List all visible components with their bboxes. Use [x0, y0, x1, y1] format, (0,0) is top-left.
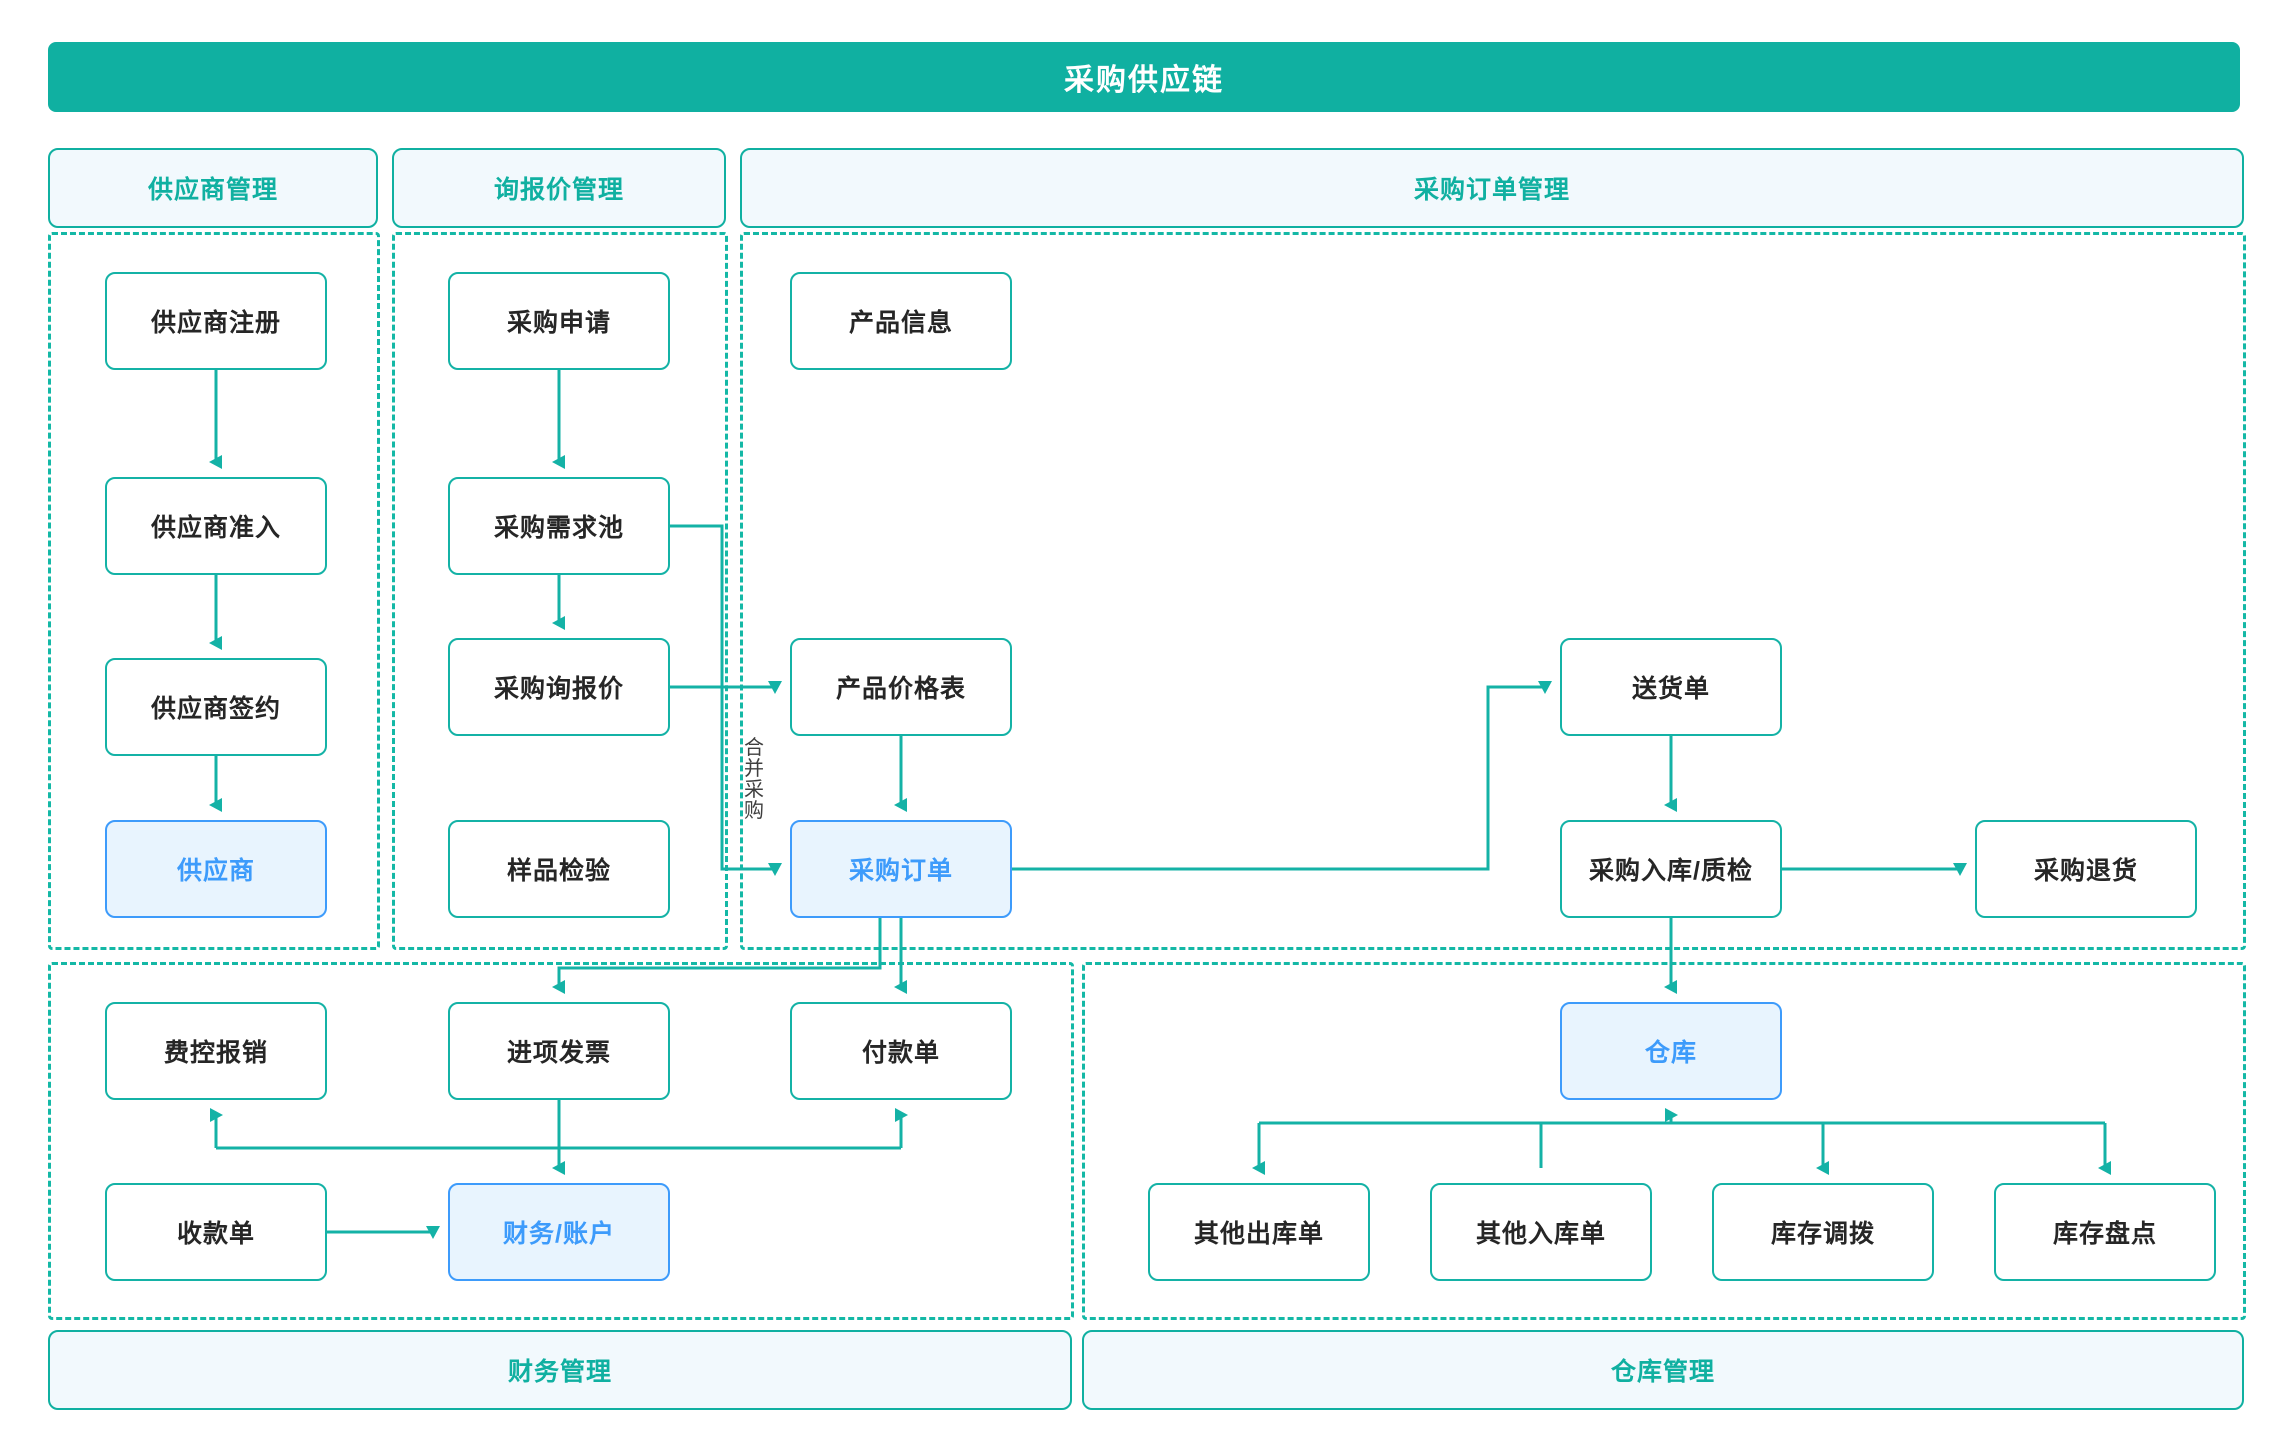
node-label: 财务/账户 — [503, 1220, 615, 1248]
edge-order-to-invoice — [552, 918, 882, 994]
edge-label-char: 采 — [744, 779, 764, 801]
panel-rfq — [392, 232, 728, 950]
node-label: 仓库 — [1644, 1039, 1697, 1067]
node-label: 送货单 — [1631, 675, 1710, 703]
node-label: 库存调拨 — [1770, 1220, 1875, 1248]
node-label: 供应商准入 — [150, 514, 281, 542]
node-label: 采购询报价 — [493, 675, 624, 703]
section-header-supplier-mgmt[interactable]: 供应商管理 — [48, 148, 378, 228]
node-delivery-note[interactable]: 送货单 — [1560, 638, 1782, 736]
node-label: 供应商签约 — [150, 695, 281, 723]
node-purchase-return[interactable]: 采购退货 — [1975, 820, 2197, 918]
node-label: 进项发票 — [506, 1039, 611, 1067]
node-label: 产品价格表 — [835, 675, 966, 703]
node-label: 收款单 — [176, 1220, 255, 1248]
node-label: 样品检验 — [506, 857, 611, 885]
section-header-label: 采购订单管理 — [1413, 176, 1570, 204]
section-header-label: 财务管理 — [507, 1358, 612, 1386]
section-header-warehouse-mgmt[interactable]: 仓库管理 — [1082, 1330, 2244, 1410]
edge-label-merge-purchase: 合并采购 — [742, 738, 766, 822]
node-input-invoice[interactable]: 进项发票 — [448, 1002, 670, 1100]
node-label: 付款单 — [861, 1039, 940, 1067]
section-header-rfq-mgmt[interactable]: 询报价管理 — [392, 148, 726, 228]
node-label: 产品信息 — [848, 309, 953, 337]
node-label: 库存盘点 — [2052, 1220, 2157, 1248]
panel-finance — [48, 962, 1074, 1320]
edge-label-char: 合 — [744, 737, 764, 759]
edge-label-char: 购 — [744, 800, 764, 822]
edge-order-to-delivery — [1012, 681, 1552, 871]
node-supplier-access[interactable]: 供应商准入 — [105, 477, 327, 575]
panel-supplier — [48, 232, 380, 950]
node-demand-pool[interactable]: 采购需求池 — [448, 477, 670, 575]
node-price-list[interactable]: 产品价格表 — [790, 638, 1012, 736]
node-finance-account[interactable]: 财务/账户 — [448, 1183, 670, 1281]
node-other-outbound[interactable]: 其他出库单 — [1148, 1183, 1370, 1281]
node-product-info[interactable]: 产品信息 — [790, 272, 1012, 370]
page-title: 采购供应链 — [48, 42, 2240, 112]
node-supplier-contract[interactable]: 供应商签约 — [105, 658, 327, 756]
node-label: 采购退货 — [2033, 857, 2138, 885]
node-supplier[interactable]: 供应商 — [105, 820, 327, 918]
node-sample-inspection[interactable]: 样品检验 — [448, 820, 670, 918]
section-header-label: 供应商管理 — [147, 176, 278, 204]
section-header-label: 仓库管理 — [1610, 1358, 1715, 1386]
node-receipt-qc[interactable]: 采购入库/质检 — [1560, 820, 1782, 918]
section-header-label: 询报价管理 — [493, 176, 624, 204]
node-warehouse[interactable]: 仓库 — [1560, 1002, 1782, 1100]
panel-warehouse — [1082, 962, 2246, 1320]
node-label: 供应商 — [176, 857, 255, 885]
node-purchase-request[interactable]: 采购申请 — [448, 272, 670, 370]
section-header-finance-mgmt[interactable]: 财务管理 — [48, 1330, 1072, 1410]
panel-po — [740, 232, 2246, 950]
node-expense-claim[interactable]: 费控报销 — [105, 1002, 327, 1100]
section-header-po-mgmt[interactable]: 采购订单管理 — [740, 148, 2244, 228]
node-label: 采购需求池 — [493, 514, 624, 542]
node-label: 其他入库单 — [1475, 1220, 1606, 1248]
node-payment-note[interactable]: 付款单 — [790, 1002, 1012, 1100]
node-purchase-order[interactable]: 采购订单 — [790, 820, 1012, 918]
node-stock-count[interactable]: 库存盘点 — [1994, 1183, 2216, 1281]
edge-pool-to-order — [670, 524, 782, 876]
node-purchase-rfq[interactable]: 采购询报价 — [448, 638, 670, 736]
node-label: 采购申请 — [506, 309, 611, 337]
node-other-inbound[interactable]: 其他入库单 — [1430, 1183, 1652, 1281]
node-stock-transfer[interactable]: 库存调拨 — [1712, 1183, 1934, 1281]
node-label: 采购订单 — [848, 857, 953, 885]
node-receipt-note[interactable]: 收款单 — [105, 1183, 327, 1281]
node-label: 采购入库/质检 — [1589, 857, 1753, 885]
node-label: 费控报销 — [163, 1039, 268, 1067]
node-label: 其他出库单 — [1193, 1220, 1324, 1248]
node-supplier-register[interactable]: 供应商注册 — [105, 272, 327, 370]
edge-label-char: 并 — [744, 758, 764, 780]
node-label: 供应商注册 — [150, 309, 281, 337]
